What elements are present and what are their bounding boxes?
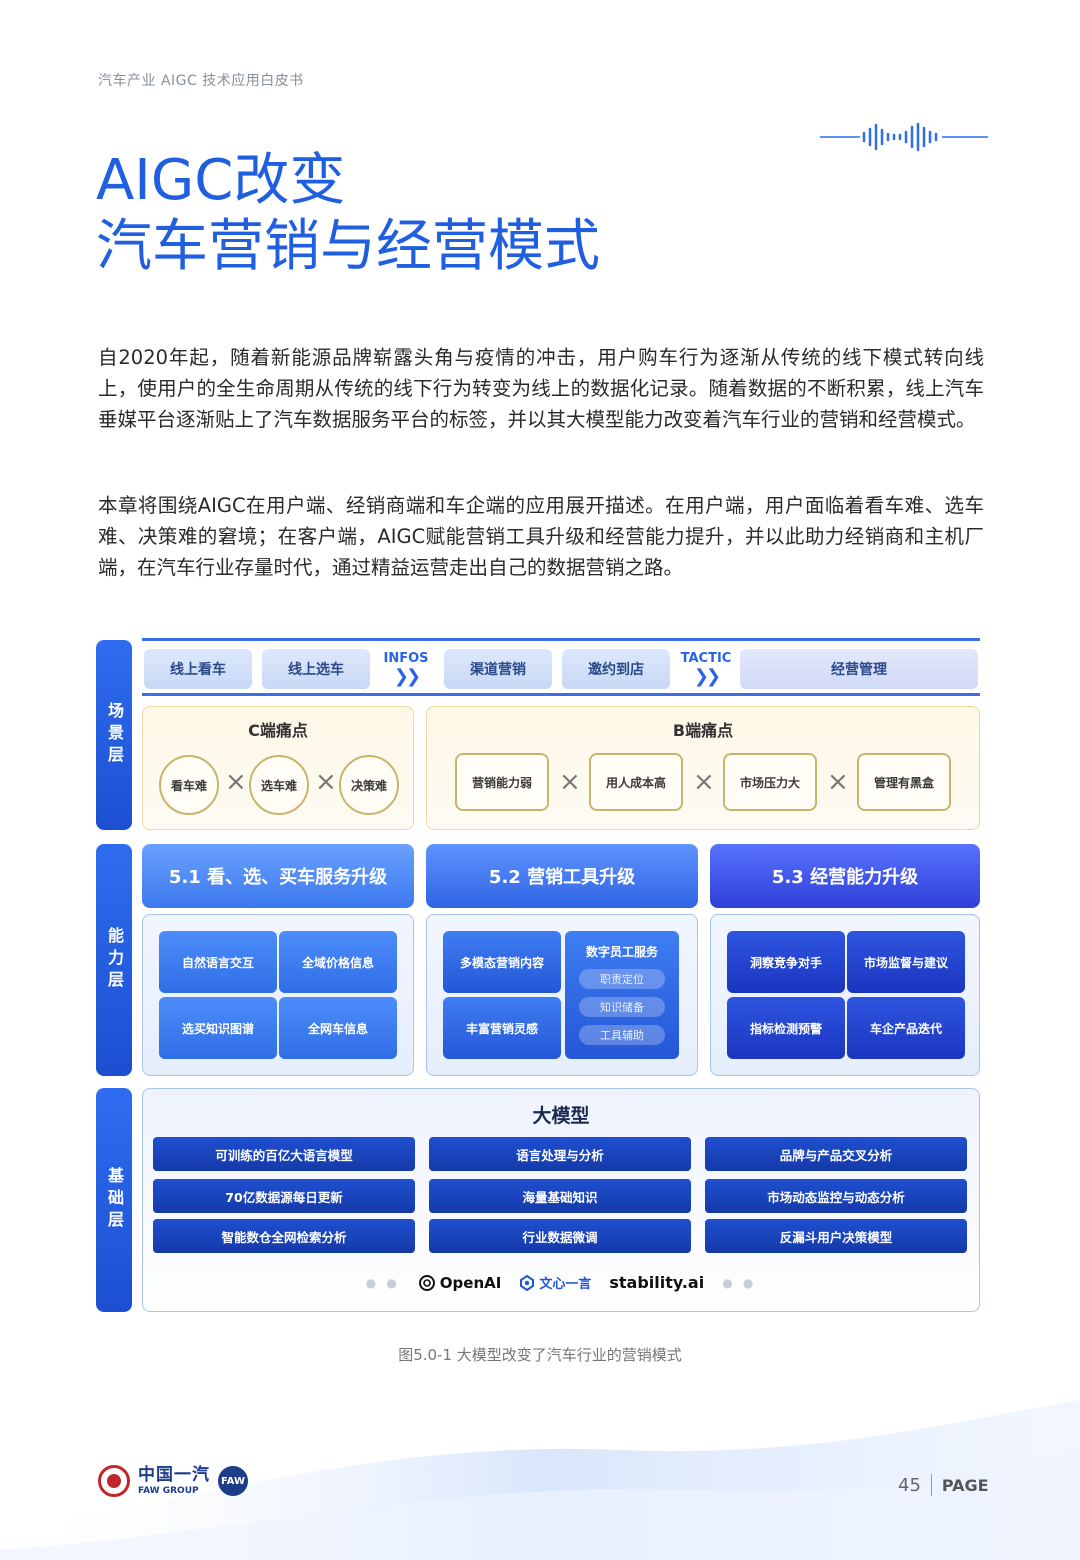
scene-pill: 渠道营销	[444, 649, 552, 689]
foundation-cell: 行业数据微调	[429, 1219, 691, 1253]
foundation-model-box: 大模型 可训练的百亿大语言模型 语言处理与分析 品牌与产品交叉分析 70亿数据源…	[142, 1088, 980, 1312]
foundation-cell: 可训练的百亿大语言模型	[153, 1137, 415, 1171]
stability-logo: stability.ai	[609, 1273, 705, 1292]
capability-header: 5.2 营销工具升级	[426, 844, 698, 908]
pain-item: 用人成本高	[589, 753, 683, 811]
figure-caption: 图5.0-1 大模型改变了汽车行业的营销模式	[398, 1346, 682, 1364]
brand-en: FAW GROUP	[138, 1485, 199, 1496]
b-pain-title: B端痛点	[672, 721, 734, 740]
capability-cell: 自然语言交互	[159, 931, 277, 993]
layer-label-foundation: 基础层	[96, 1088, 132, 1312]
capability-body: 自然语言交互 全域价格信息 选买知识图谱 全网车信息	[142, 914, 414, 1076]
cross-icon: ×	[315, 767, 337, 797]
page-title: AIGC改变 汽车营销与经营模式	[96, 148, 600, 280]
cross-icon: ×	[225, 767, 247, 797]
capability-header: 5.1 看、选、买车服务升级	[142, 844, 414, 908]
footer-wave-decoration	[0, 1400, 1080, 1560]
tactic-tag: TACTIC ❯❯	[680, 651, 732, 686]
capability-header: 5.3 经营能力升级	[710, 844, 980, 908]
capability-body: 多模态营销内容 丰富营销灵感 数字员工服务 职责定位 知识储备 工具辅助	[426, 914, 698, 1076]
cross-icon: ×	[693, 767, 715, 797]
title-line-1: AIGC改变	[96, 148, 346, 213]
openai-icon	[418, 1274, 435, 1291]
pain-item: 管理有黑盒	[857, 753, 951, 811]
pain-item: 看车难	[159, 755, 219, 815]
running-header: 汽车产业 AIGC 技术应用白皮书	[98, 73, 304, 89]
pain-item: 决策难	[339, 755, 399, 815]
capability-cell: 选买知识图谱	[159, 997, 277, 1059]
capability-cell: 多模态营销内容	[443, 931, 561, 993]
capability-cell: 全网车信息	[279, 997, 397, 1059]
b-pain-points: B端痛点 营销能力弱 × 用人成本高 × 市场压力大 × 管理有黑盒	[426, 706, 980, 830]
scene-pill: 邀约到店	[562, 649, 670, 689]
chevron-right-icon: ❯❯	[393, 666, 421, 687]
wenxin-icon	[520, 1274, 535, 1291]
digital-chip: 工具辅助	[579, 1025, 665, 1045]
openai-text: OpenAI	[439, 1273, 502, 1292]
openai-logo: OpenAI	[418, 1273, 502, 1292]
scene-pill: 线上选车	[262, 649, 370, 689]
emblem-icon	[98, 1465, 130, 1497]
capability-cell: 丰富营销灵感	[443, 997, 561, 1059]
pain-item: 选车难	[249, 755, 309, 815]
title-line-2: 汽车营销与经营模式	[96, 214, 600, 279]
body-paragraph-1: 自2020年起，随着新能源品牌崭露头角与疫情的冲击，用户购车行为逐渐从传统的线下…	[98, 346, 984, 431]
c-pain-title: C端痛点	[248, 721, 308, 740]
infos-tag: INFOS ❯❯	[380, 651, 432, 686]
faw-wordmark: 中国一汽 FAW GROUP	[138, 1464, 210, 1496]
capability-cell: 洞察竞争对手	[727, 931, 845, 993]
faw-badge-icon: FAW	[218, 1466, 248, 1496]
foundation-cell: 语言处理与分析	[429, 1137, 691, 1171]
foundation-cell: 海量基础知识	[429, 1179, 691, 1213]
page-number-value: 45	[898, 1474, 921, 1496]
layer-label-capability: 能力层	[96, 844, 132, 1076]
digital-employee-title: 数字员工服务	[585, 945, 658, 959]
chevron-right-icon: ❯❯	[693, 666, 721, 687]
c-pain-points: C端痛点 看车难 × 选车难 × 决策难	[142, 706, 414, 830]
foundation-cell: 反漏斗用户决策模型	[705, 1219, 967, 1253]
body-paragraph-2: 本章将围绕AIGC在用户端、经销商端和车企端的应用展开描述。在用户端，用户面临着…	[98, 494, 984, 579]
tactic-label: TACTIC	[680, 651, 732, 666]
divider	[930, 1474, 932, 1496]
capability-cell: 全域价格信息	[279, 931, 397, 993]
wenxin-logo: 文心一言	[519, 1273, 591, 1292]
marketing-model-diagram: 场景层 能力层 基础层 线上看车 线上选车 INFOS ❯❯ 渠道营销 邀约到店…	[96, 636, 984, 1316]
pain-item: 营销能力弱	[455, 753, 549, 811]
infos-label: INFOS	[383, 651, 429, 666]
page-label: PAGE	[941, 1475, 989, 1495]
capability-cell: 车企产品迭代	[847, 997, 965, 1059]
capability-body: 洞察竞争对手 市场监督与建议 指标检测预警 车企产品迭代	[710, 914, 980, 1076]
brand-cn: 中国一汽	[138, 1464, 210, 1485]
faw-logo: 中国一汽 FAW GROUP FAW	[98, 1465, 248, 1497]
cross-icon: ×	[559, 767, 581, 797]
cross-icon: ×	[827, 767, 849, 797]
partner-logos: ● ● OpenAI 文心一言 stability.ai ● ●	[143, 1273, 979, 1292]
foundation-title: 大模型	[532, 1105, 590, 1127]
layer-label-scene: 场景层	[96, 640, 132, 830]
pain-item: 市场压力大	[723, 753, 817, 811]
page-number: 45 PAGE	[898, 1474, 989, 1496]
scene-pill: 线上看车	[144, 649, 252, 689]
dots-decoration: ● ●	[722, 1275, 757, 1290]
digital-chip: 知识储备	[579, 997, 665, 1017]
waveform-icon	[820, 122, 988, 152]
foundation-cell: 品牌与产品交叉分析	[705, 1137, 967, 1171]
capability-cell: 市场监督与建议	[847, 931, 965, 993]
foundation-cell: 智能数仓全网检索分析	[153, 1219, 415, 1253]
foundation-cell: 市场动态监控与动态分析	[705, 1179, 967, 1213]
digital-chip: 职责定位	[579, 969, 665, 989]
capability-cell: 指标检测预警	[727, 997, 845, 1059]
foundation-cell: 70亿数据源每日更新	[153, 1179, 415, 1213]
dots-decoration: ● ●	[365, 1275, 400, 1290]
scene-rail: 线上看车 线上选车 INFOS ❯❯ 渠道营销 邀约到店 TACTIC ❯❯ 经…	[142, 638, 980, 696]
scene-pill: 经营管理	[740, 649, 978, 689]
digital-employee-box: 数字员工服务 职责定位 知识储备 工具辅助	[565, 931, 679, 1059]
wenxin-text: 文心一言	[539, 1277, 592, 1292]
